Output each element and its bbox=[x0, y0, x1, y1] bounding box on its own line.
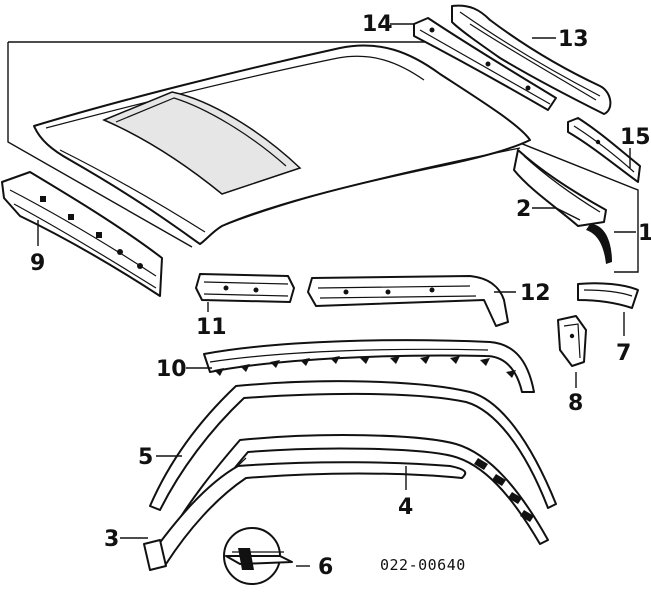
callout-5: 5 bbox=[138, 445, 153, 470]
clip-fastener-detail bbox=[223, 527, 293, 585]
header-reinforcement-short bbox=[195, 273, 295, 303]
diagram-code: 022-00640 bbox=[380, 556, 466, 574]
callout-7: 7 bbox=[616, 341, 631, 366]
leader-lines bbox=[37, 23, 636, 567]
rail-end-bracket bbox=[567, 117, 641, 183]
callout-2: 2 bbox=[516, 197, 531, 222]
callout-15: 15 bbox=[620, 125, 651, 150]
callout-6: 6 bbox=[318, 555, 333, 580]
pillar-bracket bbox=[557, 315, 587, 367]
windshield-header-piece bbox=[513, 149, 612, 264]
callout-3: 3 bbox=[104, 527, 119, 552]
lower-molding-strip bbox=[143, 461, 467, 571]
callout-14: 14 bbox=[362, 12, 393, 37]
callout-8: 8 bbox=[568, 391, 583, 416]
roof-side-rail bbox=[451, 4, 612, 115]
header-reinforcement-long bbox=[307, 275, 509, 327]
callout-11: 11 bbox=[196, 315, 227, 340]
drip-molding-outer bbox=[149, 380, 557, 511]
callout-13: 13 bbox=[558, 27, 589, 52]
callout-9: 9 bbox=[30, 251, 45, 276]
roof-panel bbox=[33, 44, 531, 245]
callout-1: 1 bbox=[638, 221, 651, 246]
front-roof-header bbox=[1, 171, 163, 297]
roof-seal bbox=[203, 339, 535, 393]
callout-12: 12 bbox=[520, 281, 551, 306]
callout-10: 10 bbox=[156, 357, 187, 382]
corner-trim bbox=[577, 282, 639, 309]
rail-reinforcement bbox=[413, 17, 557, 111]
roof-assembly-outline bbox=[7, 41, 639, 273]
callout-4: 4 bbox=[398, 495, 413, 520]
